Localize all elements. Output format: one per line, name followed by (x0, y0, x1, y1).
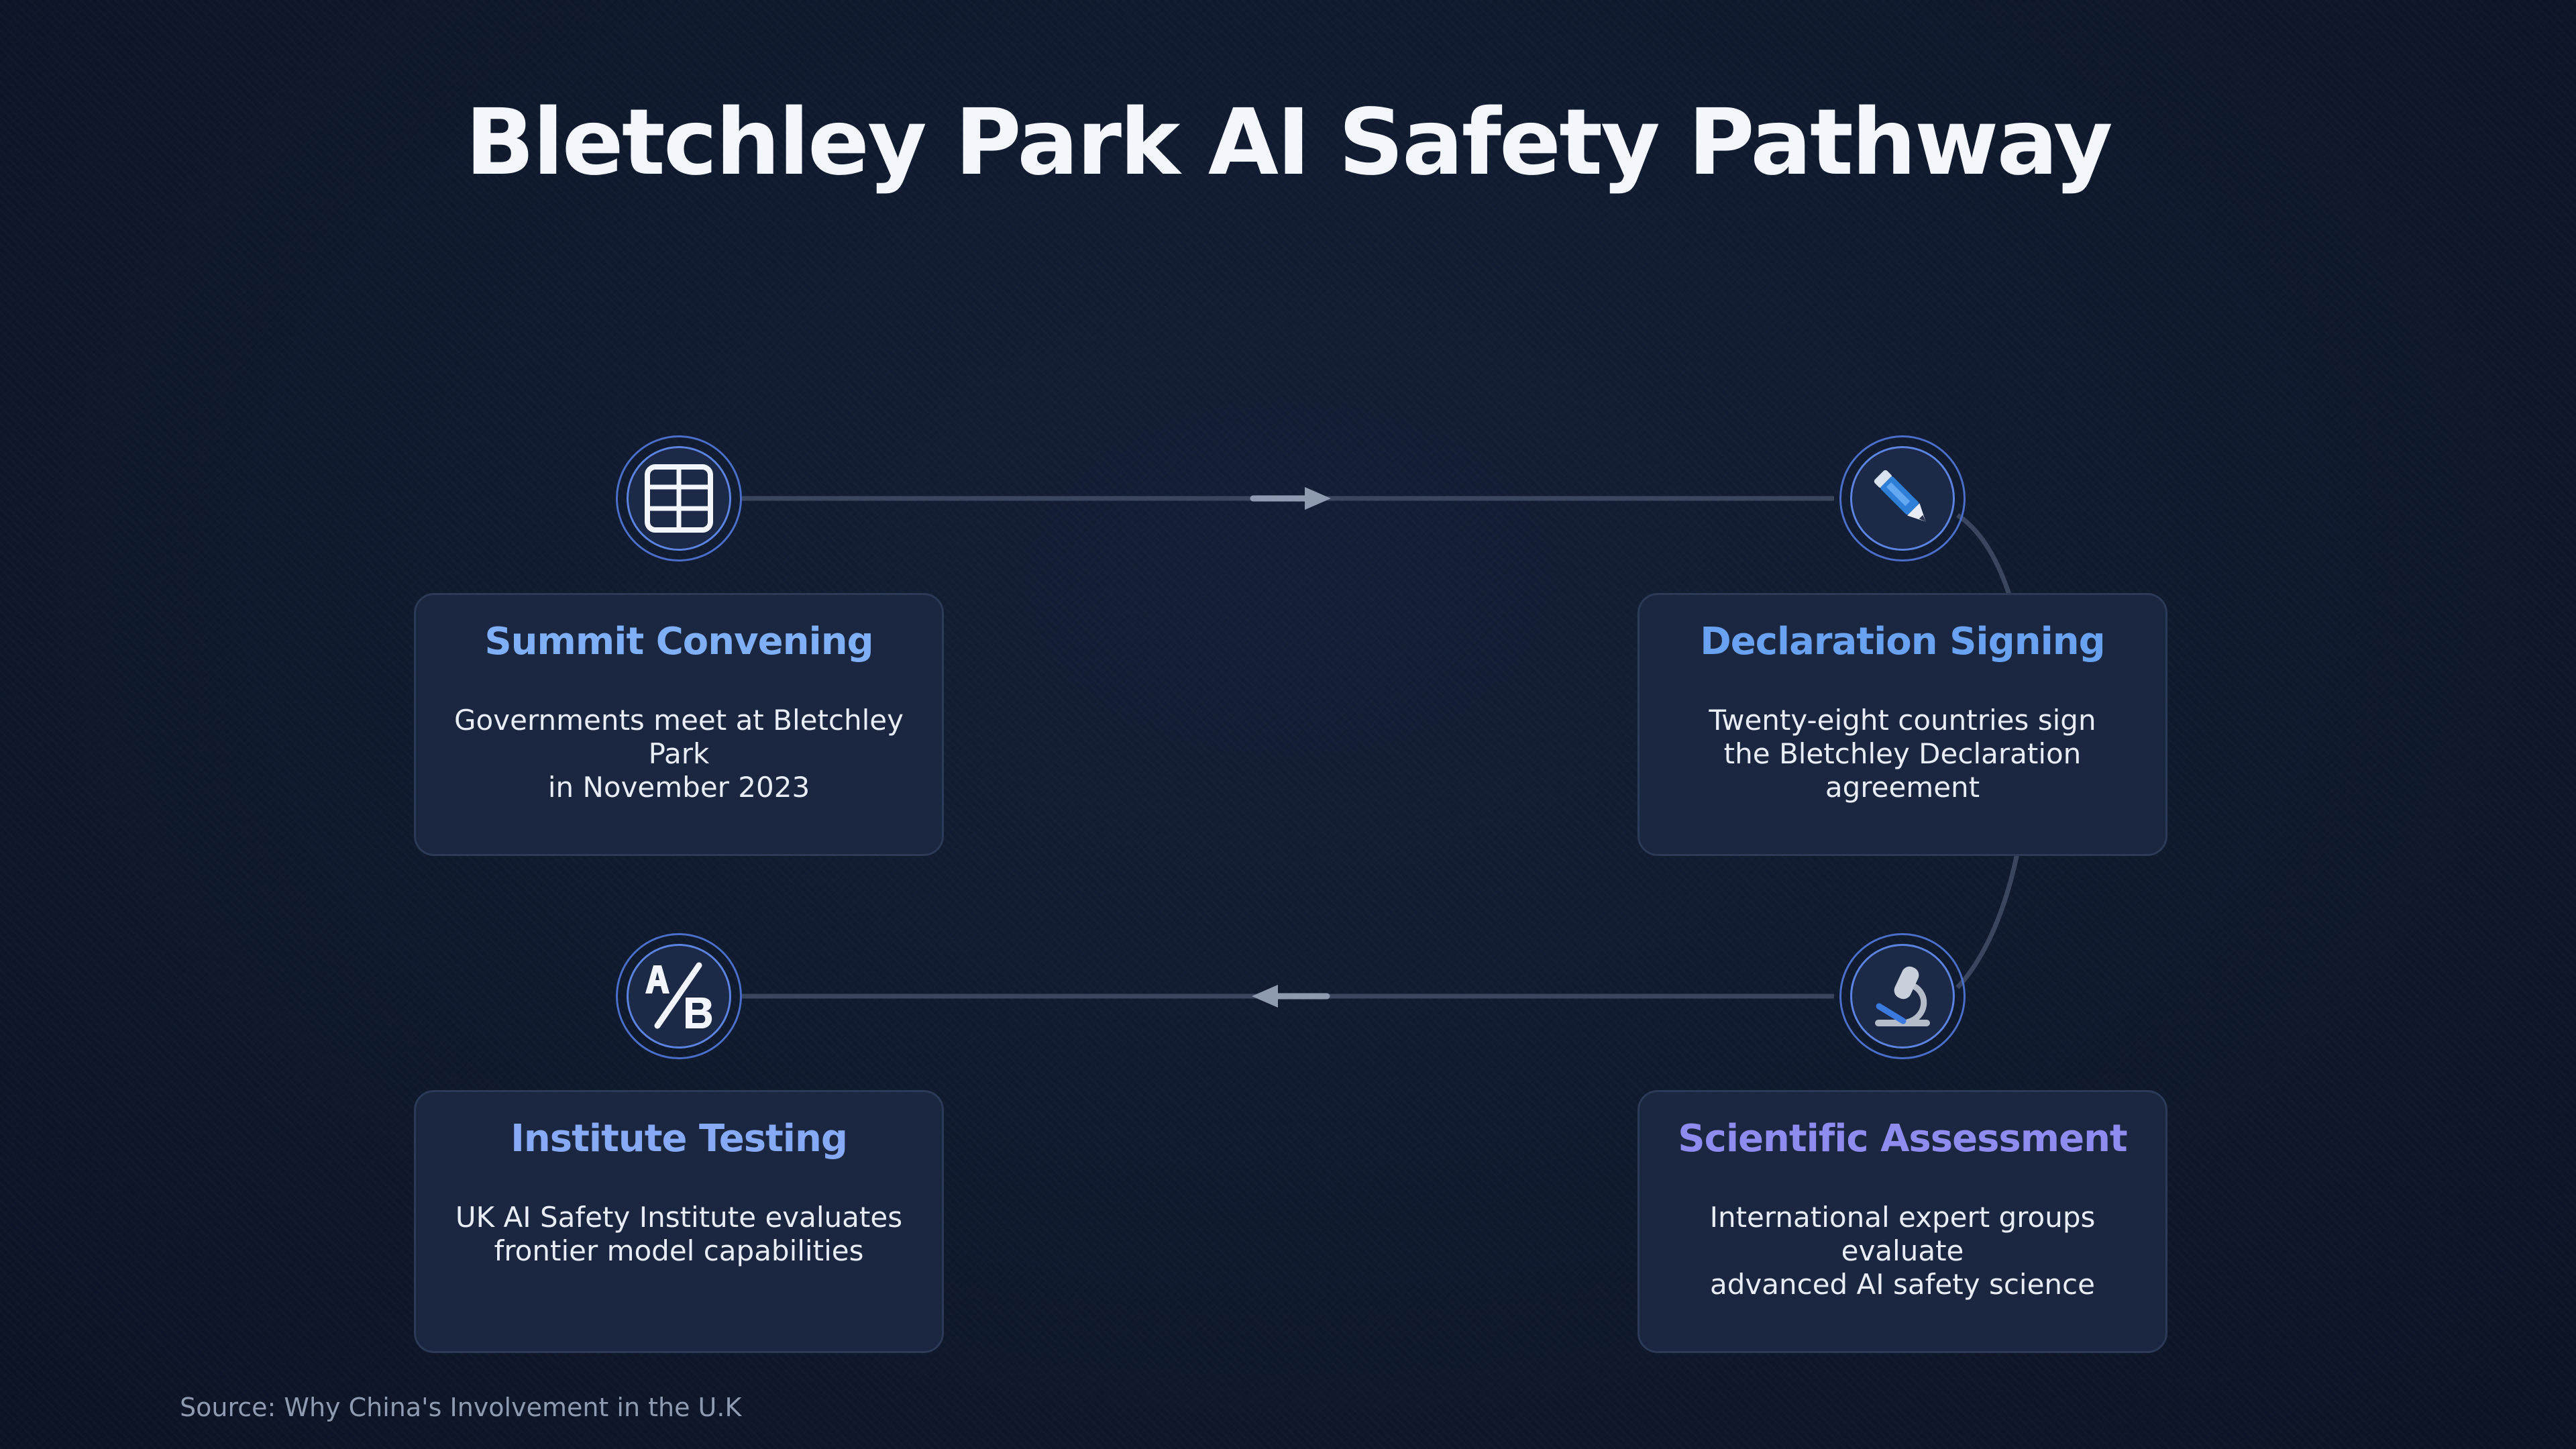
card-scientific-assessment: Scientific Assessment International expe… (1638, 1090, 2167, 1353)
arrow-left-icon (1252, 985, 1330, 1008)
arrow-right-icon (1250, 487, 1331, 510)
node-declaration-signing (1839, 435, 1966, 561)
pen-icon (1874, 470, 1926, 522)
card-description: Governments meet at Bletchley Park in No… (454, 704, 904, 804)
card-summit-convening: Summit Convening Governments meet at Ble… (414, 593, 944, 856)
node-scientific-assessment (1839, 933, 1966, 1059)
card-title: Institute Testing (511, 1117, 848, 1161)
page-title: Bletchley Park AI Safety Pathway (465, 90, 2112, 196)
node-institute-testing (616, 933, 742, 1059)
card-declaration-signing: Declaration Signing Twenty-eight countri… (1638, 593, 2167, 856)
node-summit-convening (616, 435, 742, 561)
card-title: Summit Convening (484, 620, 873, 663)
source-note: Source: Why China's Involvement in the U… (180, 1393, 742, 1422)
card-title: Declaration Signing (1700, 620, 2105, 663)
table-grid-icon (645, 464, 713, 533)
card-institute-testing: Institute Testing UK AI Safety Institute… (414, 1090, 944, 1353)
card-title: Scientific Assessment (1678, 1117, 2127, 1161)
microscope-icon (1875, 966, 1930, 1026)
ab-testing-icon (645, 962, 712, 1029)
card-description: Twenty-eight countries sign the Bletchle… (1709, 704, 2096, 804)
card-description: UK AI Safety Institute evaluates frontie… (455, 1201, 903, 1267)
card-description: International expert groups evaluate adv… (1709, 1201, 2096, 1301)
